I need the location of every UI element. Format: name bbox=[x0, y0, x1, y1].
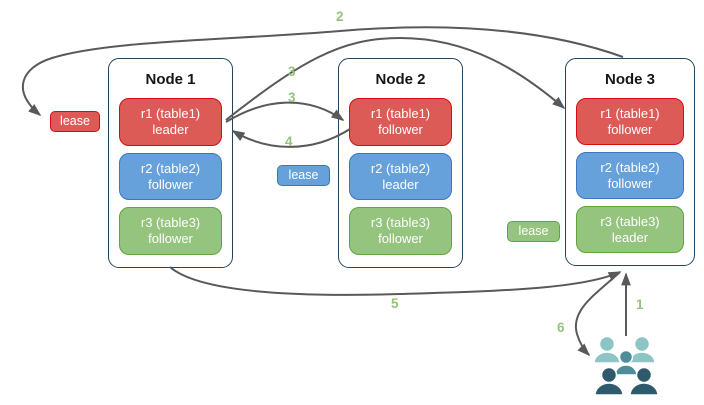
node-2: Node 2 r1 (table1) follower r2 (table2) … bbox=[338, 58, 463, 268]
replica-role: follower bbox=[607, 121, 653, 137]
replica-role: follower bbox=[148, 176, 193, 192]
arrow-label-1: 1 bbox=[636, 297, 644, 312]
replica-role: follower bbox=[378, 121, 423, 137]
lease-badge-red: lease bbox=[50, 111, 100, 132]
arrow-label-3-short: 3 bbox=[288, 90, 296, 105]
replica-name: r3 (table3) bbox=[600, 213, 660, 229]
replica-name: r3 (table3) bbox=[370, 215, 431, 231]
arrow-5-node1-to-node3 bbox=[169, 266, 622, 296]
node-3-title: Node 3 bbox=[604, 71, 655, 88]
arrow-label-3-long: 3 bbox=[288, 64, 296, 79]
node-1-replica-r3: r3 (table3) follower bbox=[119, 207, 222, 256]
node-3-replica-r1: r1 (table1) follower bbox=[576, 98, 684, 145]
node-1-replica-r1: r1 (table1) leader bbox=[119, 98, 222, 146]
replica-name: r2 (table2) bbox=[600, 159, 660, 175]
replica-role: leader bbox=[611, 229, 649, 245]
arrow-label-5: 5 bbox=[391, 296, 399, 311]
arrow-label-2: 2 bbox=[336, 9, 344, 24]
replica-name: r2 (table2) bbox=[370, 160, 431, 176]
replica-name: r2 (table2) bbox=[140, 160, 201, 176]
arrow-label-4: 4 bbox=[285, 134, 293, 149]
node-2-replica-r3: r3 (table3) follower bbox=[349, 207, 452, 256]
replica-name: r3 (table3) bbox=[140, 215, 201, 231]
replica-role: leader bbox=[382, 176, 419, 192]
node-3-replica-r3: r3 (table3) leader bbox=[576, 206, 684, 253]
replica-role: follower bbox=[607, 175, 653, 191]
node-2-title: Node 2 bbox=[375, 71, 426, 88]
lease-badge-blue: lease bbox=[277, 165, 330, 186]
node-1: Node 1 r1 (table1) leader r2 (table2) fo… bbox=[108, 58, 233, 268]
node-3-replica-r2: r2 (table2) follower bbox=[576, 152, 684, 199]
arrow-label-6: 6 bbox=[557, 320, 565, 335]
users-group-icon bbox=[594, 335, 659, 396]
node-1-replica-r2: r2 (table2) follower bbox=[119, 152, 222, 201]
replica-role: leader bbox=[152, 121, 189, 137]
node-3: Node 3 r1 (table1) follower r2 (table2) … bbox=[565, 58, 695, 266]
replica-name: r1 (table1) bbox=[140, 105, 201, 121]
lease-badge-green: lease bbox=[507, 221, 560, 242]
replica-role: follower bbox=[148, 231, 193, 247]
arrow-3-node1-to-node2 bbox=[225, 101, 345, 123]
node-2-replica-r2: r2 (table2) leader bbox=[349, 152, 452, 201]
replica-name: r1 (table1) bbox=[600, 105, 660, 121]
node-2-replica-r1: r1 (table1) follower bbox=[349, 98, 452, 146]
replica-name: r1 (table1) bbox=[370, 105, 431, 121]
node-1-title: Node 1 bbox=[145, 71, 196, 88]
replica-role: follower bbox=[378, 231, 423, 247]
